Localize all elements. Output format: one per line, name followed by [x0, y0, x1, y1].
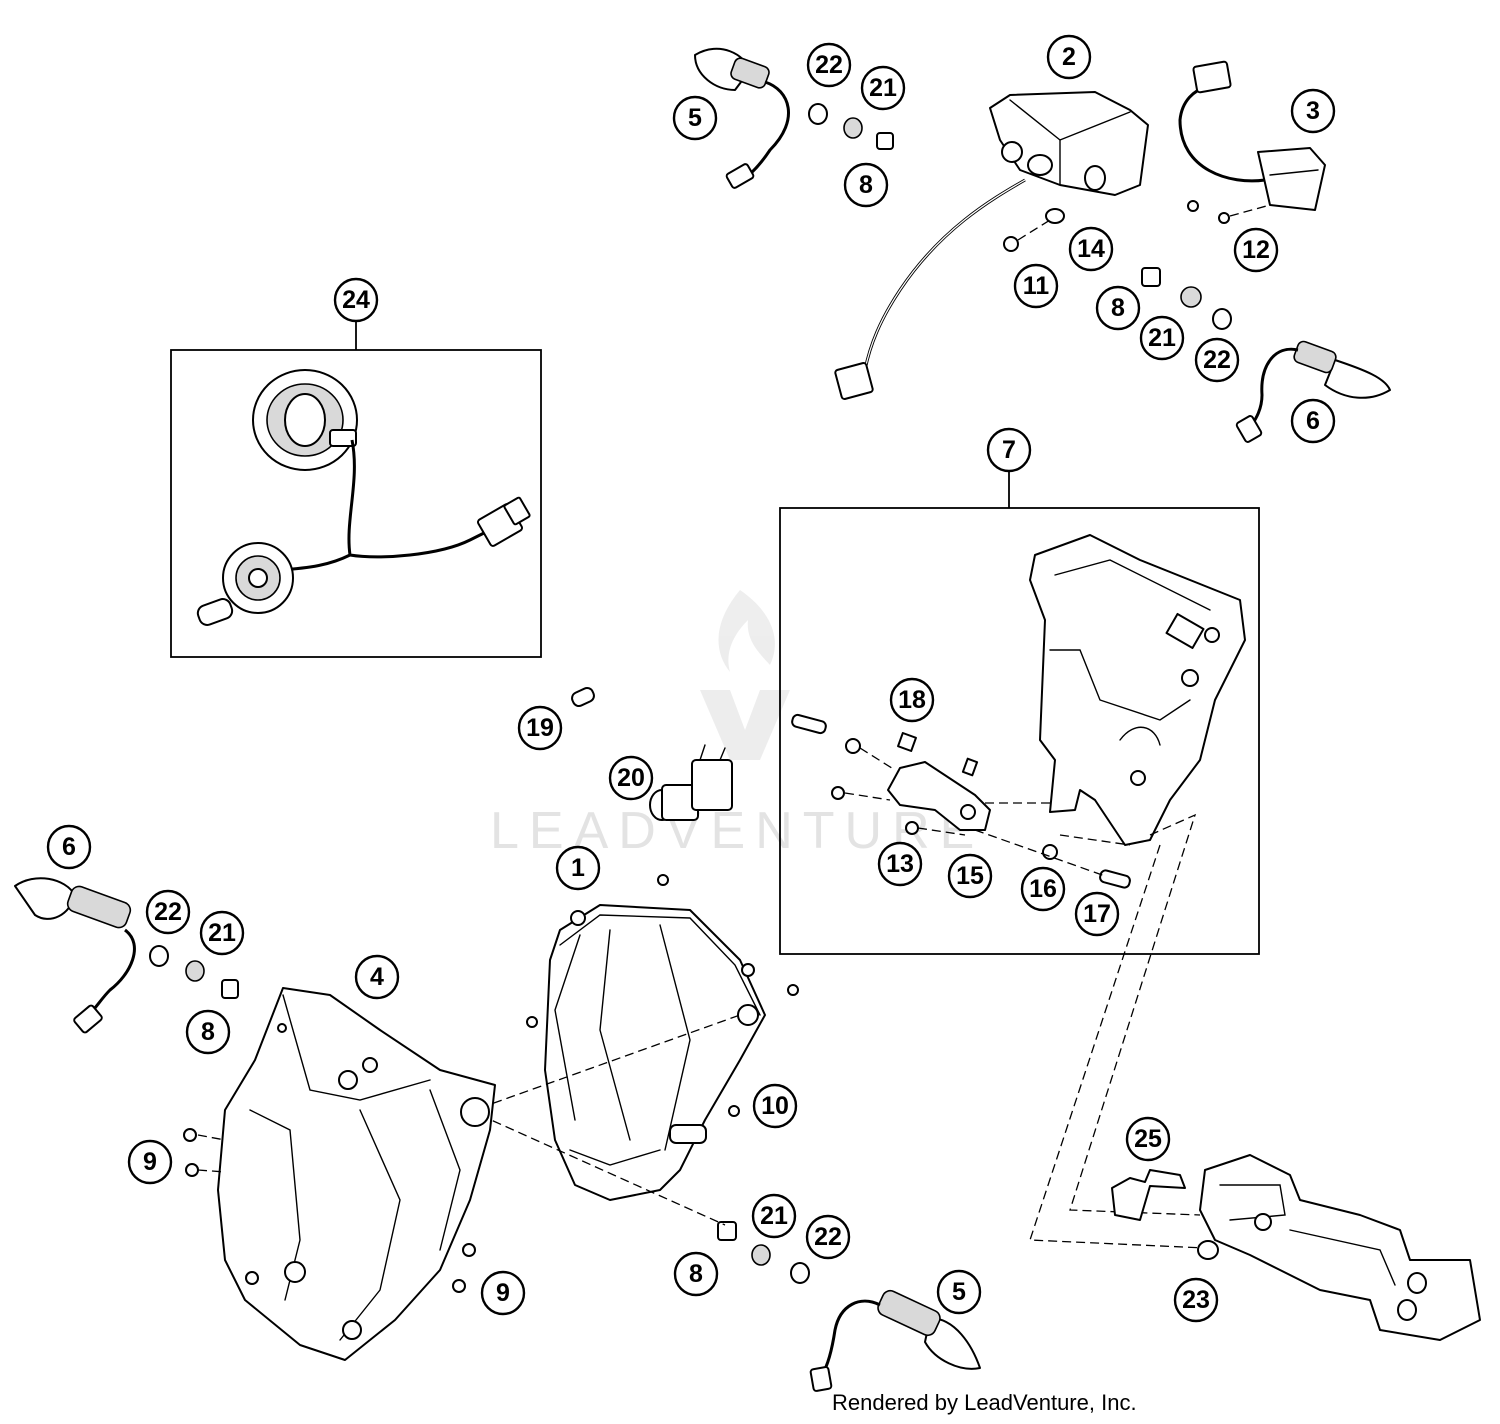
callout-6-right: 6 [1290, 398, 1336, 444]
part-1-headlight [544, 904, 766, 1201]
part-24-connector [477, 496, 531, 547]
callout-20: 20 [608, 755, 654, 801]
svg-text:9: 9 [496, 1279, 510, 1307]
svg-text:7: 7 [1002, 436, 1016, 464]
callout-15: 15 [947, 853, 993, 899]
callout-12: 12 [1233, 227, 1279, 273]
callout-22-right: 22 [1194, 337, 1240, 383]
svg-text:22: 22 [814, 1223, 842, 1251]
part-7-group [779, 470, 1260, 955]
svg-text:17: 17 [1083, 900, 1111, 928]
svg-text:11: 11 [1023, 272, 1050, 300]
svg-text:19: 19 [526, 714, 554, 742]
callout-7: 7 [986, 427, 1032, 473]
callout-9-bottom: 9 [480, 1270, 526, 1316]
callout-21-left: 21 [199, 910, 245, 956]
callout-25: 25 [1125, 1116, 1171, 1162]
svg-text:4: 4 [370, 963, 384, 991]
svg-text:6: 6 [1306, 407, 1320, 435]
svg-text:18: 18 [898, 686, 926, 714]
svg-text:5: 5 [952, 1278, 966, 1306]
callout-22-top: 22 [806, 42, 852, 88]
svg-text:21: 21 [208, 919, 236, 947]
svg-text:23: 23 [1182, 1286, 1210, 1314]
bolt-upper [791, 713, 827, 735]
part-23-washer [1197, 1240, 1219, 1260]
part-24-bulb-holder [196, 542, 294, 626]
callout-3: 3 [1290, 88, 1336, 134]
svg-text:21: 21 [760, 1202, 788, 1230]
part-2-tail-light [834, 91, 1149, 400]
svg-text:10: 10 [761, 1092, 789, 1120]
part-19-bulb [571, 686, 595, 708]
callout-6-left: 6 [46, 824, 92, 870]
callout-21-bottom: 21 [751, 1193, 797, 1239]
svg-text:6: 6 [62, 833, 76, 861]
part-7-small-bracket [887, 732, 991, 831]
svg-text:14: 14 [1077, 235, 1105, 263]
svg-text:13: 13 [886, 850, 914, 878]
handlebar-clamp [1199, 1154, 1481, 1341]
svg-text:9: 9 [143, 1148, 157, 1176]
part-7-frame [779, 507, 1260, 955]
callout-13: 13 [877, 841, 923, 887]
part-7-bracket [1029, 534, 1246, 846]
callout-1: 1 [555, 845, 601, 891]
svg-text:15: 15 [956, 862, 984, 890]
svg-text:8: 8 [1111, 294, 1125, 322]
svg-text:12: 12 [1242, 236, 1270, 264]
part-24-socket [252, 369, 358, 471]
callout-22-bottom: 22 [805, 1214, 851, 1260]
svg-text:20: 20 [617, 764, 645, 792]
svg-text:24: 24 [342, 286, 370, 314]
svg-text:8: 8 [201, 1018, 215, 1046]
svg-text:22: 22 [815, 51, 843, 79]
svg-text:1: 1 [571, 854, 585, 882]
callout-5-top: 5 [672, 95, 718, 141]
svg-text:16: 16 [1029, 875, 1057, 903]
callout-16: 16 [1020, 866, 1066, 912]
svg-text:21: 21 [1148, 324, 1176, 352]
svg-text:3: 3 [1306, 97, 1320, 125]
turn-signal-5-top [694, 47, 790, 189]
callout-8-right: 8 [1095, 285, 1141, 331]
callout-23: 23 [1173, 1277, 1219, 1323]
callout-8-left: 8 [185, 1009, 231, 1055]
watermark-logo [700, 590, 790, 760]
svg-text:8: 8 [689, 1260, 703, 1288]
callout-21-top: 21 [860, 65, 906, 111]
callout-22-left: 22 [145, 889, 191, 935]
svg-text:25: 25 [1134, 1125, 1162, 1153]
part-4-headlight-mask [217, 987, 496, 1361]
callout-14: 14 [1068, 226, 1114, 272]
svg-text:8: 8 [859, 171, 873, 199]
callout-18: 18 [889, 677, 935, 723]
part-3-plate-light [1178, 60, 1326, 211]
turn-signal-5-bottom [809, 1289, 981, 1392]
svg-text:2: 2 [1062, 43, 1076, 71]
callout-9-left: 9 [127, 1139, 173, 1185]
svg-text:21: 21 [869, 74, 897, 102]
turn-signal-6-right [1235, 340, 1391, 443]
callout-21-right: 21 [1139, 315, 1185, 361]
svg-text:22: 22 [154, 898, 182, 926]
callout-8-top: 8 [843, 162, 889, 208]
turn-signal-6-left [14, 877, 136, 1034]
part-25-bracket [1111, 1169, 1186, 1221]
callout-4: 4 [354, 954, 400, 1000]
callout-10: 10 [752, 1083, 798, 1129]
svg-text:22: 22 [1203, 346, 1231, 374]
callout-24: 24 [333, 277, 379, 323]
callout-2: 2 [1046, 34, 1092, 80]
callout-17: 17 [1074, 891, 1120, 937]
svg-text:5: 5 [688, 104, 702, 132]
part-20-headlight-bulb [649, 744, 733, 821]
callout-19: 19 [517, 705, 563, 751]
callout-11: 11 [1013, 263, 1059, 309]
callout-8-bottom: 8 [673, 1251, 719, 1297]
part-24-group [170, 320, 542, 658]
credit-text: Rendered by LeadVenture, Inc. [832, 1390, 1137, 1415]
callout-5-bottom: 5 [936, 1269, 982, 1315]
